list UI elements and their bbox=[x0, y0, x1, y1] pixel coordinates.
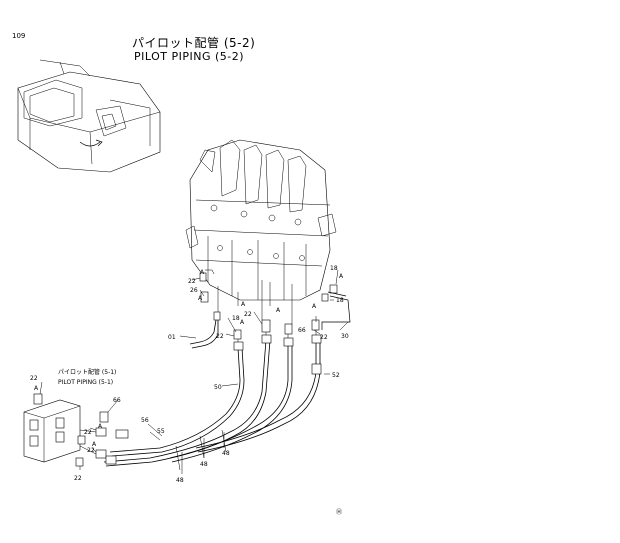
callout-18: 18 bbox=[336, 297, 344, 304]
callout-22: 22 bbox=[87, 447, 95, 454]
arrow-label: A bbox=[200, 269, 205, 276]
arrow-label: A bbox=[312, 303, 317, 310]
leader-lines bbox=[39, 269, 349, 474]
footer-mark: Ⓗ bbox=[336, 508, 342, 516]
callout-18: 18 bbox=[232, 315, 240, 322]
arrow-label: A bbox=[339, 273, 344, 280]
pilot-valve-block bbox=[23, 393, 129, 467]
callout-66: 66 bbox=[113, 397, 121, 404]
control-valve-assembly bbox=[185, 139, 337, 310]
arrow-label: A bbox=[98, 423, 103, 430]
callout-50: 50 bbox=[214, 384, 222, 391]
callout-48: 48 bbox=[222, 450, 230, 457]
section-arrows: A A A A A A A A A A bbox=[34, 269, 344, 448]
callout-26: 26 bbox=[190, 287, 198, 294]
arrow-label: A bbox=[198, 295, 203, 302]
arrow-label: A bbox=[241, 301, 246, 308]
arrow-label: A bbox=[92, 441, 97, 448]
callout-22: 22 bbox=[320, 334, 328, 341]
callout-48: 48 bbox=[200, 461, 208, 468]
callout-22: 22 bbox=[216, 333, 224, 340]
callout-01: 01 bbox=[168, 334, 176, 341]
callout-56: 56 bbox=[141, 417, 149, 424]
callout-22: 22 bbox=[244, 311, 252, 318]
arrow-label: A bbox=[34, 385, 39, 392]
callout-55: 55 bbox=[157, 428, 165, 435]
callout-48: 48 bbox=[176, 477, 184, 484]
title-english: PILOT PIPING (5-2) bbox=[134, 50, 245, 63]
callout-numbers: 22 26 18 01 22 22 66 22 30 18 18 50 52 5… bbox=[30, 265, 349, 484]
arrow-label: A bbox=[276, 307, 281, 314]
callout-22: 22 bbox=[74, 475, 82, 482]
callout-18: 18 bbox=[330, 265, 338, 272]
reference-note-jp: パイロット配管 (5-1) bbox=[58, 368, 116, 376]
callout-22: 22 bbox=[84, 429, 92, 436]
title-japanese: パイロット配管 (5-2) bbox=[132, 36, 256, 50]
arrow-label: A bbox=[240, 319, 245, 326]
page-number: 109 bbox=[12, 32, 26, 40]
callout-52: 52 bbox=[332, 372, 340, 379]
callout-30: 30 bbox=[341, 333, 349, 340]
excavator-locator-thumbnail bbox=[17, 59, 161, 173]
callout-22: 22 bbox=[188, 278, 196, 285]
hose-bundle bbox=[103, 319, 322, 471]
reference-note-en: PILOT PIPING (5-1) bbox=[58, 379, 113, 386]
callout-66: 66 bbox=[298, 327, 306, 334]
callout-22: 22 bbox=[30, 375, 38, 382]
